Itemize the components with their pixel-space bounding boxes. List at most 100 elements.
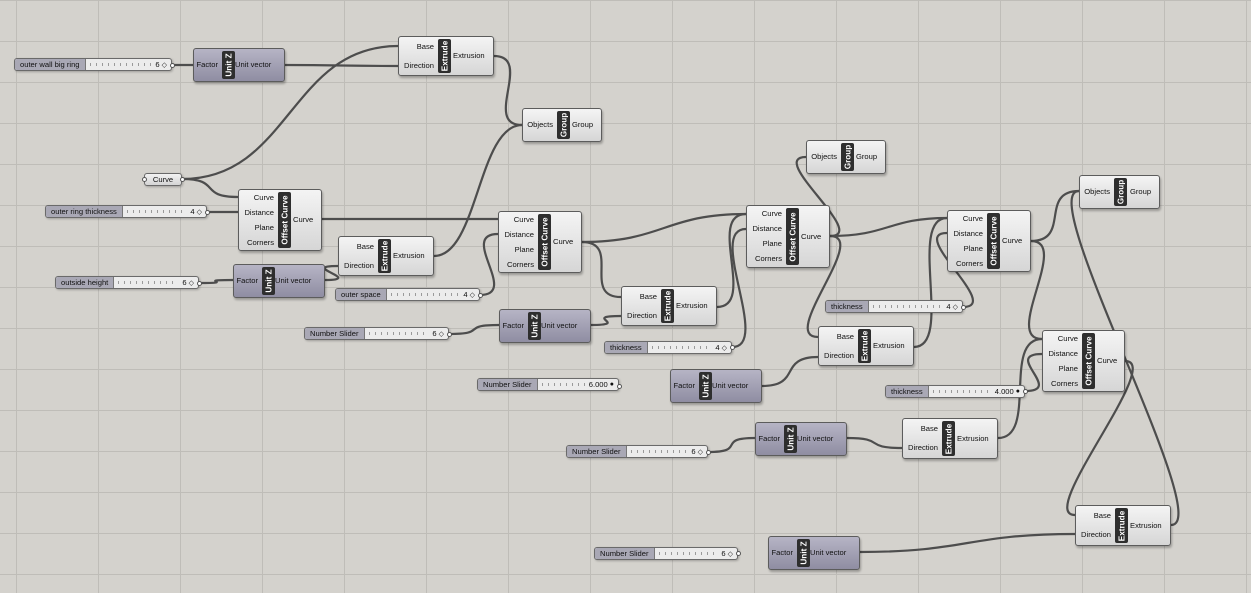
slider-outside-height[interactable]: outside height 6◇ — [55, 276, 199, 289]
port-curve[interactable]: Curve — [761, 208, 782, 218]
port-dot-icon[interactable] — [169, 62, 175, 68]
port-dot-icon[interactable] — [729, 344, 735, 350]
port-objects[interactable]: Objects — [1084, 187, 1110, 196]
port-dot-icon[interactable] — [196, 280, 202, 286]
port-factor[interactable]: Factor — [236, 276, 258, 285]
port-objects[interactable]: Objects — [527, 120, 553, 129]
port-curve-out[interactable]: Curve — [553, 237, 574, 246]
port-distance[interactable]: Distance — [1048, 348, 1078, 358]
port-objects[interactable]: Objects — [811, 152, 837, 161]
port-distance[interactable]: Distance — [504, 229, 534, 239]
port-base[interactable]: Base — [639, 291, 657, 301]
port-unit-vector[interactable]: Unit vector — [541, 321, 578, 330]
slider-thickness-2[interactable]: thickness 4◇ — [825, 300, 963, 313]
port-plane[interactable]: Plane — [1058, 363, 1078, 373]
slider-grip-icon[interactable]: ◇ — [196, 208, 202, 216]
slider-number-1[interactable]: Number Slider 6◇ — [304, 327, 449, 340]
port-dot-icon[interactable] — [616, 383, 622, 389]
slider-number-3[interactable]: Number Slider 6◇ — [566, 445, 708, 458]
slider-grip-icon[interactable]: ◇ — [697, 448, 703, 456]
slider-grip-icon[interactable]: ◇ — [188, 279, 194, 287]
slider-track[interactable] — [390, 289, 460, 300]
slider-grip-icon[interactable]: ◇ — [438, 330, 444, 338]
slider-grip-icon[interactable]: ◇ — [721, 344, 727, 352]
port-base[interactable]: Base — [1093, 510, 1111, 520]
slider-grip-icon[interactable]: ◇ — [727, 550, 733, 558]
slider-number-2[interactable]: Number Slider 6.000● — [477, 378, 619, 391]
port-direction[interactable]: Direction — [824, 350, 854, 360]
port-plane[interactable]: Plane — [762, 239, 782, 249]
port-base[interactable]: Base — [836, 331, 854, 341]
slider-track[interactable] — [630, 446, 688, 457]
port-direction[interactable]: Direction — [344, 260, 374, 270]
port-plane[interactable]: Plane — [514, 244, 534, 254]
port-factor[interactable]: Factor — [196, 60, 218, 69]
port-unit-vector[interactable]: Unit vector — [712, 381, 749, 390]
unit-z-6[interactable]: Factor Unit Z Unit vector — [768, 536, 860, 570]
port-distance[interactable]: Distance — [953, 228, 983, 238]
unit-z-4[interactable]: Factor Unit Z Unit vector — [670, 369, 762, 403]
port-unit-vector[interactable]: Unit vector — [810, 548, 847, 557]
slider-grip-icon[interactable]: ● — [1015, 388, 1020, 395]
unit-z-5[interactable]: Factor Unit Z Unit vector — [755, 422, 847, 456]
port-unit-vector[interactable]: Unit vector — [275, 276, 312, 285]
slider-track[interactable] — [118, 277, 179, 288]
group-3[interactable]: Objects Group Group — [1079, 175, 1160, 209]
port-factor[interactable]: Factor — [502, 321, 524, 330]
port-factor[interactable]: Factor — [771, 548, 793, 557]
slider-outer-wall-big-ring[interactable]: outer wall big ring 6◇ — [14, 58, 172, 71]
port-distance[interactable]: Distance — [752, 223, 782, 233]
port-corners[interactable]: Corners — [955, 258, 983, 268]
port-corners[interactable]: Corners — [1050, 378, 1078, 388]
port-group[interactable]: Group — [1130, 187, 1152, 196]
port-curve-out[interactable]: Curve — [1002, 236, 1023, 245]
port-extrusion[interactable]: Extrusion — [957, 433, 989, 443]
port-base[interactable]: Base — [920, 423, 938, 433]
port-distance[interactable]: Distance — [244, 207, 274, 217]
slider-outer-ring-thickness[interactable]: outer ring thickness 4◇ — [45, 205, 207, 218]
port-dot-icon[interactable] — [446, 331, 452, 337]
port-direction[interactable]: Direction — [404, 60, 434, 70]
port-factor[interactable]: Factor — [673, 381, 695, 390]
port-dot-icon[interactable] — [204, 209, 210, 215]
port-dot-icon[interactable] — [179, 176, 185, 182]
port-direction[interactable]: Direction — [908, 443, 938, 453]
port-unit-vector[interactable]: Unit vector — [797, 434, 834, 443]
slider-thickness-3[interactable]: thickness 4.000● — [885, 385, 1025, 398]
slider-grip-icon[interactable]: ◇ — [952, 303, 958, 311]
unit-z-2[interactable]: Factor Unit Z Unit vector — [233, 264, 325, 298]
port-corners[interactable]: Corners — [754, 254, 782, 264]
slider-thickness-1[interactable]: thickness 4◇ — [604, 341, 732, 354]
port-curve[interactable]: Curve — [253, 192, 274, 202]
port-group[interactable]: Group — [856, 152, 878, 161]
port-extrusion[interactable]: Extrusion — [676, 301, 708, 310]
slider-track[interactable] — [89, 59, 152, 70]
port-dot-icon[interactable] — [705, 449, 711, 455]
slider-track[interactable] — [872, 301, 943, 312]
slider-track[interactable] — [932, 386, 991, 397]
unit-z-3[interactable]: Factor Unit Z Unit vector — [499, 309, 591, 343]
port-plane[interactable]: Plane — [963, 243, 983, 253]
port-extrusion[interactable]: Extrusion — [873, 341, 905, 350]
port-plane[interactable]: Plane — [254, 222, 274, 232]
port-direction[interactable]: Direction — [627, 310, 657, 320]
port-direction[interactable]: Direction — [1081, 530, 1111, 540]
group-1[interactable]: Objects Group Group — [522, 108, 602, 142]
curve-param[interactable]: Curve — [144, 173, 182, 186]
port-curve[interactable]: Curve — [1057, 333, 1078, 343]
port-dot-icon[interactable] — [960, 304, 966, 310]
port-curve[interactable]: Curve — [962, 213, 983, 223]
port-extrusion[interactable]: Extrusion — [393, 251, 425, 260]
slider-outer-space[interactable]: outer space 4◇ — [335, 288, 480, 301]
port-factor[interactable]: Factor — [758, 434, 780, 443]
